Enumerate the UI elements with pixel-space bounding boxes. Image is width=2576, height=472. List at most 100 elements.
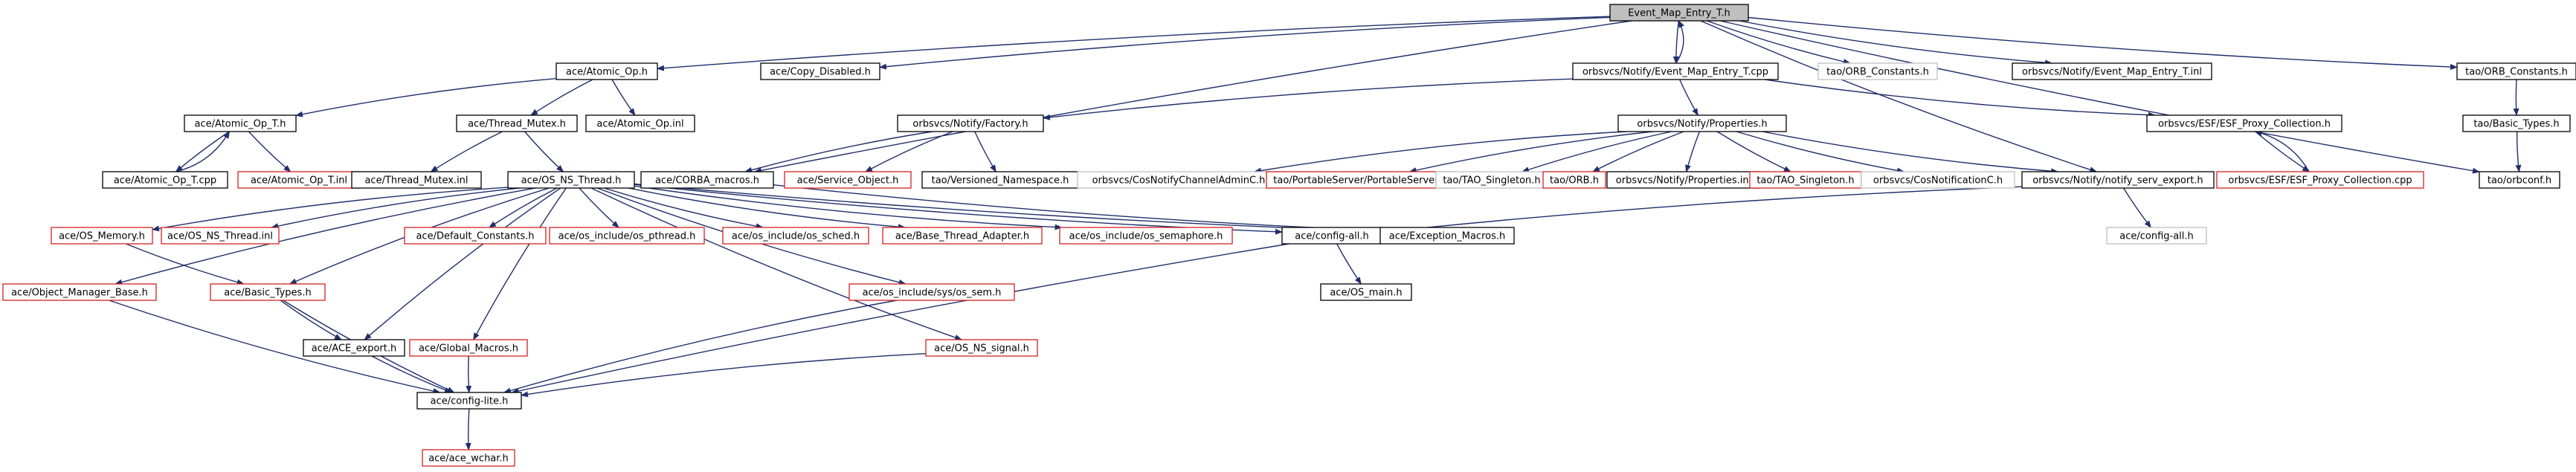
edge-emet_cpp-to-notify_factory: [1043, 78, 1574, 120]
node-copy_disabled[interactable]: ace/Copy_Disabled.h: [760, 62, 880, 80]
node-atomic_op_t_cpp[interactable]: ace/Atomic_Op_T.cpp: [102, 171, 228, 189]
node-exception_macros[interactable]: ace/Exception_Macros.h: [1379, 227, 1515, 245]
node-notify_factory[interactable]: orbsvcs/Notify/Factory.h: [897, 114, 1044, 132]
node-box-config_lite: [416, 392, 522, 410]
node-label-atomic_op_t_inl: ace/Atomic_Op_T.inl: [251, 175, 347, 187]
edge-os_ns_thread-to-global_macros: [473, 187, 567, 340]
edge-os_ns_thread-to-os_semaphore: [634, 185, 1063, 230]
node-tao_orb_const[interactable]: tao/ORB_Constants.h: [2456, 62, 2576, 80]
node-tao_singleton_ext[interactable]: tao/TAO_Singleton.h: [1435, 171, 1548, 189]
node-os_semaphore[interactable]: ace/os_include/os_semaphore.h: [1059, 227, 1233, 245]
node-box-os_semaphore: [1059, 227, 1233, 245]
node-label-versioned_ns: tao/Versioned_Namespace.h: [932, 175, 1069, 187]
node-box-ace_wchar: [422, 449, 515, 467]
node-os_memory[interactable]: ace/OS_Memory.h: [51, 227, 153, 245]
node-tao_orb[interactable]: tao/ORB.h: [1542, 171, 1606, 189]
node-emet_cpp[interactable]: orbsvcs/Notify/Event_Map_Entry_T.cpp: [1572, 62, 1779, 80]
node-notify_props_inl[interactable]: orbsvcs/Notify/Properties.inl: [1606, 171, 1761, 189]
node-os_main[interactable]: ace/OS_main.h: [1320, 283, 1412, 301]
node-notify_props[interactable]: orbsvcs/Notify/Properties.h: [1617, 114, 1787, 132]
edge-emet_cpp-to-root: [1675, 20, 1684, 64]
node-box-os_sched: [722, 227, 869, 245]
edge-notify_props-to-tao_orb: [1592, 131, 1684, 172]
edge-root-to-copy_disabled: [879, 16, 1611, 70]
node-os_ns_thread_inl[interactable]: ace/OS_NS_Thread.inl: [161, 227, 280, 245]
edge-os_memory-to-ace_basic_types: [126, 243, 245, 285]
node-config_all_ext[interactable]: ace/config-all.h: [2106, 227, 2207, 245]
node-os_ns_thread[interactable]: ace/OS_NS_Thread.h: [507, 171, 635, 189]
edge-corba_macros-to-exception_macros: [773, 184, 1381, 233]
edge-root-to-emet_inl: [1739, 20, 2052, 66]
node-service_object[interactable]: ace/Service_Object.h: [784, 171, 912, 189]
node-emet_inl[interactable]: orbsvcs/Notify/Event_Map_Entry_T.inl: [2012, 62, 2212, 80]
node-label-thread_mutex_inl: ace/Thread_Mutex.inl: [364, 175, 468, 187]
edge-emet_cpp-to-notify_props: [1679, 79, 1698, 116]
node-label-ace_export: ace/ACE_export.h: [312, 343, 396, 355]
node-os_sched[interactable]: ace/os_include/os_sched.h: [722, 227, 869, 245]
node-box-corba_macros: [640, 171, 774, 189]
node-tao_orb_const_ext[interactable]: tao/ORB_Constants.h: [1817, 62, 1938, 80]
node-box-notify_factory: [897, 114, 1044, 132]
node-box-os_ns_thread_inl: [161, 227, 280, 245]
edge-root-to-tao_orbconf: [1720, 20, 2480, 174]
node-atomic_op_inl[interactable]: ace/Atomic_Op.inl: [585, 114, 695, 132]
node-label-exception_macros: ace/Exception_Macros.h: [1389, 231, 1505, 242]
edge-notify_factory-to-versioned_ns: [974, 131, 996, 172]
node-tao_singleton[interactable]: tao/TAO_Singleton.h: [1749, 171, 1862, 189]
node-esf_proxy[interactable]: orbsvcs/ESF/ESF_Proxy_Collection.h: [2146, 114, 2342, 132]
edge-tao_orb_const-to-tao_basic_types: [2513, 79, 2519, 116]
edge-os_ns_thread-to-ace_export: [364, 187, 561, 340]
edge-ace_basic_types-to-ace_export: [280, 300, 342, 340]
node-label-emet_cpp: orbsvcs/Notify/Event_Map_Entry_T.cpp: [1582, 67, 1768, 78]
nodes-layer: Event_Map_Entry_T.h ace/Atomic_Op.h ace/Co…: [2, 4, 2576, 467]
node-global_macros[interactable]: ace/Global_Macros.h: [409, 339, 528, 357]
node-label-os_ns_thread: ace/OS_NS_Thread.h: [521, 175, 622, 187]
node-box-thread_mutex: [456, 114, 578, 132]
node-cos_notify_admin[interactable]: orbsvcs/CosNotifyChannelAdminC.h: [1077, 171, 1281, 189]
edge-os_ns_thread-to-os_memory: [152, 187, 509, 232]
node-thread_mutex_inl[interactable]: ace/Thread_Mutex.inl: [351, 171, 482, 189]
node-box-tao_basic_types: [2462, 114, 2571, 132]
node-cos_notification[interactable]: orbsvcs/CosNotificationC.h: [1861, 171, 2015, 189]
node-root[interactable]: Event_Map_Entry_T.h: [1609, 4, 1749, 22]
edge-os_ns_thread-to-os_sched: [604, 187, 764, 230]
edge-notify_props-to-portable_server: [1408, 131, 1653, 173]
node-esf_proxy_cpp[interactable]: orbsvcs/ESF/ESF_Proxy_Collection.cpp: [2216, 171, 2424, 189]
node-tao_basic_types[interactable]: tao/Basic_Types.h: [2462, 114, 2571, 132]
node-os_sys_sem[interactable]: ace/os_include/sys/os_sem.h: [849, 283, 1015, 301]
node-label-config_all_ext: ace/config-all.h: [2119, 231, 2194, 242]
node-base_thread_adapter[interactable]: ace/Base_Thread_Adapter.h: [882, 227, 1043, 245]
node-atomic_op_t[interactable]: ace/Atomic_Op_T.h: [184, 114, 297, 132]
node-portable_server[interactable]: tao/PortableServer/PortableServer.h: [1266, 171, 1455, 189]
edge-os_ns_thread-to-object_manager_base: [115, 187, 535, 285]
node-os_ns_signal[interactable]: ace/OS_NS_signal.h: [925, 339, 1038, 357]
node-box-atomic_op: [556, 62, 658, 80]
edge-atomic_op-to-atomic_op_inl: [611, 79, 636, 116]
node-label-notify_props_inl: orbsvcs/Notify/Properties.inl: [1616, 175, 1751, 187]
node-atomic_op[interactable]: ace/Atomic_Op.h: [556, 62, 658, 80]
node-label-ace_basic_types: ace/Basic_Types.h: [224, 288, 311, 299]
node-object_manager_base[interactable]: ace/Object_Manager_Base.h: [2, 283, 157, 301]
node-label-base_thread_adapter: ace/Base_Thread_Adapter.h: [895, 231, 1029, 242]
node-config_lite[interactable]: ace/config-lite.h: [416, 392, 522, 410]
node-tao_orbconf[interactable]: tao/orbconf.h: [2479, 171, 2560, 189]
node-corba_macros[interactable]: ace/CORBA_macros.h: [640, 171, 774, 189]
node-default_constants[interactable]: ace/Default_Constants.h: [404, 227, 547, 245]
node-os_pthread[interactable]: ace/os_include/os_pthread.h: [549, 227, 705, 245]
node-box-default_constants: [404, 227, 547, 245]
node-ace_export[interactable]: ace/ACE_export.h: [303, 339, 405, 357]
node-box-ace_basic_types: [210, 283, 326, 301]
edge-atomic_op-to-atomic_op_t: [295, 78, 557, 117]
node-label-tao_orbconf: tao/orbconf.h: [2488, 175, 2551, 187]
node-ace_wchar[interactable]: ace/ace_wchar.h: [422, 449, 515, 467]
node-notify_serv_export[interactable]: orbsvcs/Notify/notify_serv_export.h: [2021, 171, 2215, 189]
node-versioned_ns[interactable]: tao/Versioned_Namespace.h: [921, 171, 1079, 189]
edge-os_ns_thread-to-base_thread_adapter: [628, 187, 906, 230]
node-config_all[interactable]: ace/config-all.h: [1281, 227, 1382, 245]
node-ace_basic_types[interactable]: ace/Basic_Types.h: [210, 283, 326, 301]
node-thread_mutex[interactable]: ace/Thread_Mutex.h: [456, 114, 578, 132]
edge-os_ns_thread-to-config_all: [634, 184, 1283, 235]
node-atomic_op_t_inl[interactable]: ace/Atomic_Op_T.inl: [237, 171, 361, 189]
edge-root-to-tao_orb_const: [1748, 16, 2458, 71]
node-label-os_semaphore: ace/os_include/os_semaphore.h: [1069, 231, 1223, 242]
